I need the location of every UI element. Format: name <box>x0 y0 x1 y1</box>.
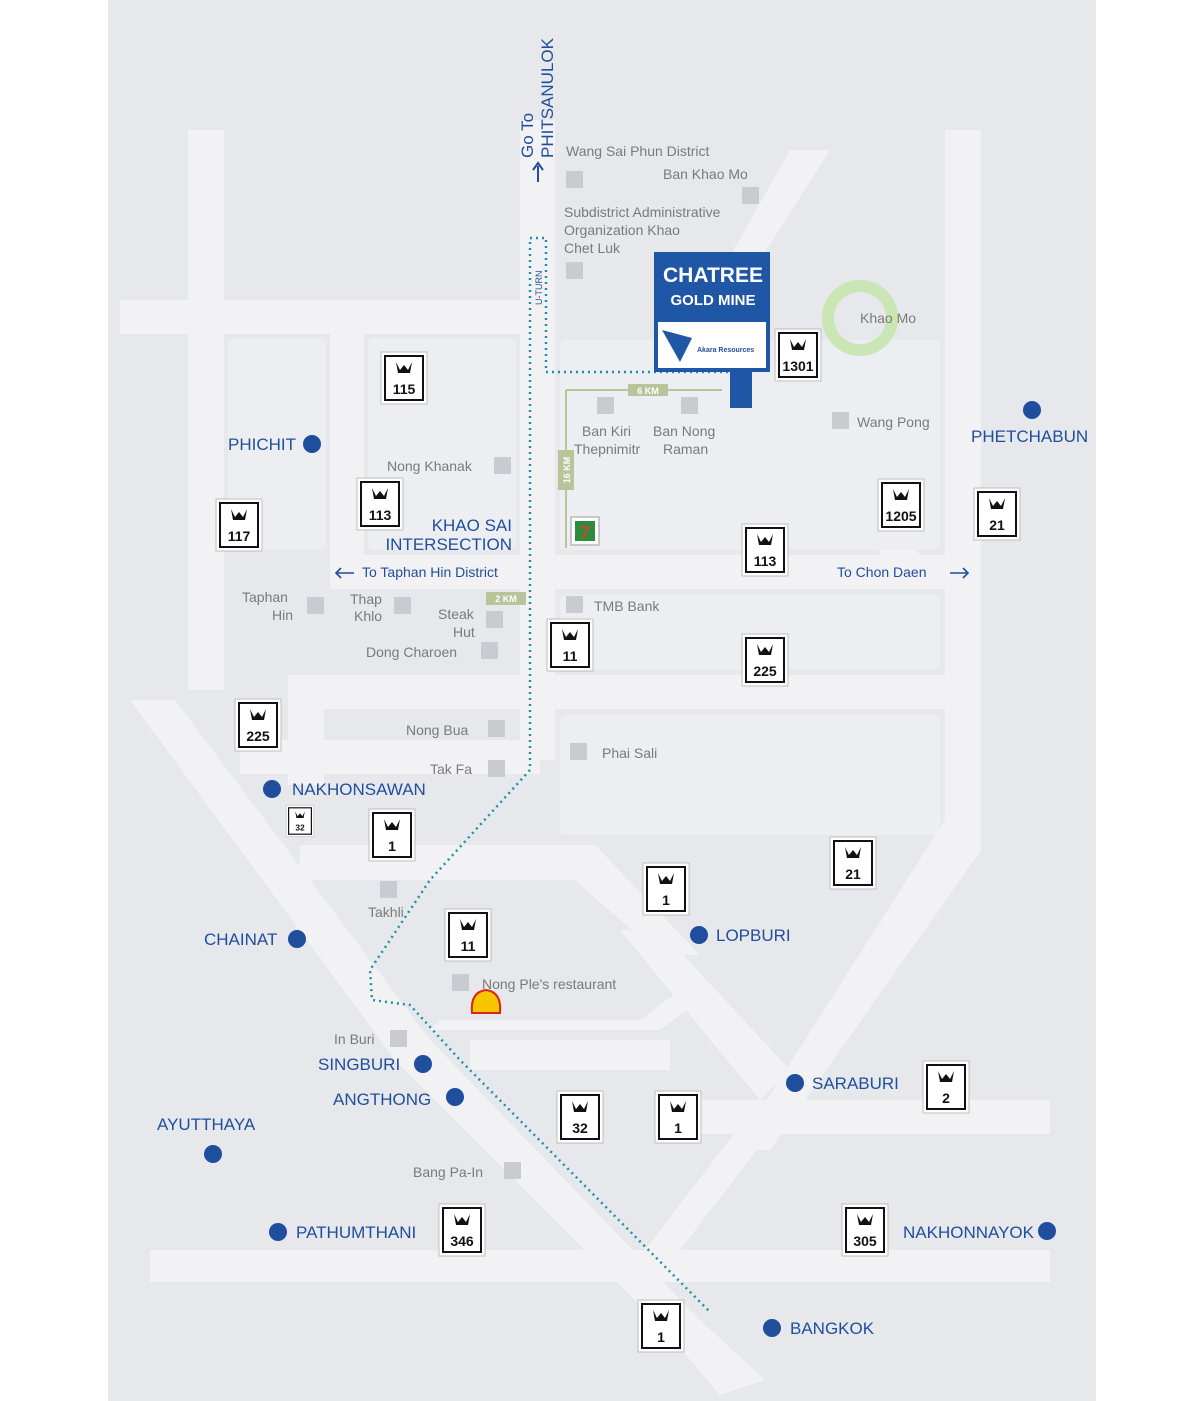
place-label: Dong Charoen <box>366 644 457 660</box>
highway-number: 113 <box>754 553 777 569</box>
place-label: Takhli <box>368 904 404 920</box>
place-label: Phai Sali <box>602 745 657 761</box>
phitsanulok-label: PHITSANULOK <box>538 37 557 158</box>
arrow-left-icon <box>334 567 354 579</box>
city-singburi: SINGBURI <box>318 1055 400 1074</box>
city-lopburi: LOPBURI <box>716 926 791 945</box>
place-label: Thepnimitr <box>574 441 640 457</box>
km-2-label: 2 KM <box>495 594 517 604</box>
highway-number: 346 <box>450 1233 474 1249</box>
highway-number: 11 <box>461 938 476 954</box>
highway-number: 1 <box>388 838 396 854</box>
place-label: Steak <box>438 606 475 622</box>
place-label: Khlo <box>354 608 382 624</box>
place-label: Nong Khanak <box>387 458 473 474</box>
highway-number: 115 <box>393 381 416 397</box>
highway-number: 11 <box>563 648 578 664</box>
place-label: Hin <box>272 607 293 623</box>
place-label: Nong Ple's restaurant <box>482 976 616 992</box>
akara-logo-icon <box>662 330 692 362</box>
highway-number: 21 <box>989 517 1005 533</box>
highway-number: 225 <box>246 728 270 744</box>
city-nakhonnayok: NAKHONNAYOK <box>903 1223 1035 1242</box>
route-line <box>368 236 740 1313</box>
place-label: Ban Khao Mo <box>663 166 748 182</box>
go-to-label: Go To <box>518 113 537 158</box>
city-dots <box>204 401 1056 1337</box>
km-16-label: 16 KM <box>562 457 572 484</box>
highway-number: 1205 <box>885 508 916 524</box>
place-label: Nong Bua <box>406 722 468 738</box>
place-label: Bang Pa-In <box>413 1164 483 1180</box>
city-saraburi: SARABURI <box>812 1074 899 1093</box>
place-label: Raman <box>663 441 708 457</box>
shell-icon <box>470 988 502 1014</box>
highway-number: 117 <box>228 528 251 544</box>
place-label: Wang Pong <box>857 414 930 430</box>
logo-text: Akara Resources <box>697 347 754 354</box>
intersection-line2: INTERSECTION <box>385 535 512 554</box>
svg-text:7: 7 <box>580 523 589 542</box>
mine-title-line2: GOLD MINE <box>671 292 756 309</box>
intersection-line1: KHAO SAI <box>432 516 512 535</box>
city-nakhonsawan: NAKHONSAWAN <box>292 780 426 799</box>
arrow-up-icon <box>532 161 544 182</box>
highway-number: 113 <box>369 507 392 523</box>
khao-mo-ring <box>822 280 898 356</box>
highway-number: 1 <box>674 1120 682 1136</box>
city-bangkok: BANGKOK <box>790 1319 875 1338</box>
place-label: Thap <box>350 591 382 607</box>
city-chainat: CHAINAT <box>204 930 277 949</box>
city-angthong: ANGTHONG <box>333 1090 431 1109</box>
place-label: TMB Bank <box>594 598 660 614</box>
place-label: Ban Kiri <box>582 423 631 439</box>
seven-eleven-icon: 7 <box>570 516 600 546</box>
place-label: Organization Khao <box>564 222 680 238</box>
arrow-right-icon <box>950 567 970 579</box>
city-phetchabun: PHETCHABUN <box>971 427 1088 446</box>
highway-number: 1301 <box>782 358 813 374</box>
place-label: Tak Fa <box>430 761 472 777</box>
place-markers <box>307 171 849 1179</box>
mine-title-line1: CHATREE <box>663 264 763 287</box>
highway-number: 1 <box>662 892 670 908</box>
highway-number: 305 <box>853 1233 877 1249</box>
city-phichit: PHICHIT <box>228 435 296 454</box>
highway-number: 225 <box>753 663 777 679</box>
highway-number: 32 <box>572 1120 588 1136</box>
place-label: Chet Luk <box>564 240 621 256</box>
place-label: Hut <box>453 624 475 640</box>
u-turn-label: U-TURN <box>534 271 544 306</box>
city-ayutthaya: AYUTTHAYA <box>157 1115 256 1134</box>
city-pathumthani: PATHUMTHANI <box>296 1223 416 1242</box>
highway-shields: 115 1301 117 113 113 1205 21 11 225 225 … <box>215 328 1021 1353</box>
road-network <box>120 120 1050 1395</box>
highway-number: 32 <box>295 823 305 833</box>
distance-markers: 6 KM 16 KM 2 KM <box>486 384 722 605</box>
place-label: Ban Nong <box>653 423 715 439</box>
highway-number: 2 <box>942 1090 950 1106</box>
place-label: Khao Mo <box>860 310 916 326</box>
chatree-gold-mine-box: CHATREE GOLD MINE Akara Resources <box>654 252 770 408</box>
km-6-label: 6 KM <box>637 386 659 396</box>
highway-number: 1 <box>657 1329 665 1345</box>
place-label: Taphan <box>242 589 288 605</box>
to-taphan-label: To Taphan Hin District <box>362 564 498 580</box>
to-chon-daen-label: To Chon Daen <box>837 564 927 580</box>
highway-number: 21 <box>845 866 861 882</box>
place-label: Wang Sai Phun District <box>566 143 710 159</box>
place-label: Subdistrict Administrative <box>564 204 721 220</box>
place-label: In Buri <box>334 1031 374 1047</box>
